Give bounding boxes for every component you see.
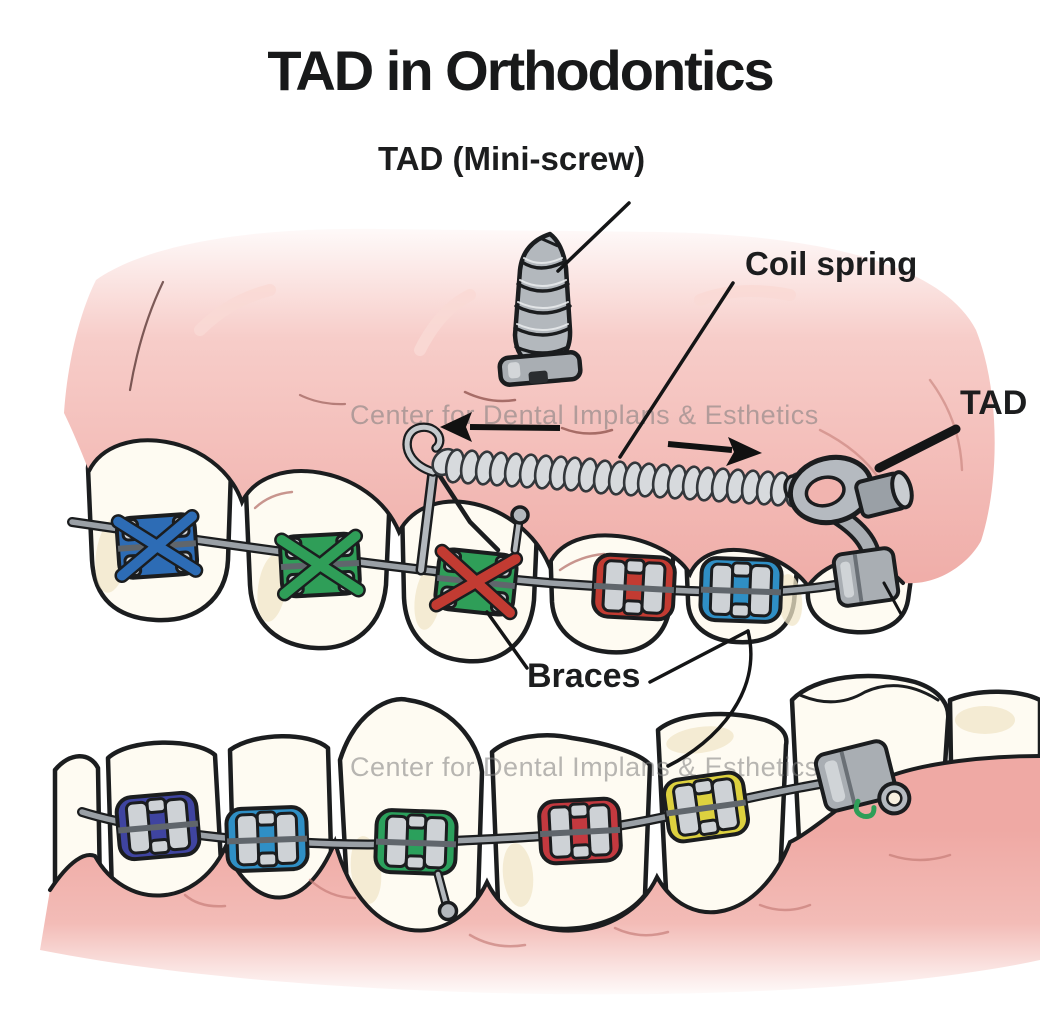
leader-braces-left (485, 610, 529, 670)
lower-bracket-red (537, 796, 623, 866)
upper-gum-details (128, 280, 964, 572)
label-braces: Braces (527, 657, 641, 695)
upper-bracket-green (274, 528, 366, 602)
upper-archwire (67, 517, 869, 598)
upper-bracket-light-blue (698, 556, 784, 624)
lower-bracket-yellow (662, 770, 750, 844)
lower-hook-pin (433, 869, 459, 922)
watermark-lower: Center for Dental Implans & Esthetics (350, 752, 819, 782)
leader-mini-screw (556, 201, 631, 273)
lower-bracket-green (373, 808, 459, 876)
page-title: TAD in Orthodontics (267, 39, 774, 102)
upper-bracket-green-red (428, 543, 524, 621)
leader-lines (485, 201, 961, 768)
leader-coil-spring (618, 281, 735, 459)
label-tad-mini-screw: TAD (Mini-screw) (378, 140, 646, 177)
leader-molar-band (882, 581, 903, 616)
mini-screw-illustration (298, 231, 614, 435)
upper-bracket-blue (110, 508, 204, 584)
leader-braces-lower (666, 629, 753, 768)
label-tad: TAD (960, 384, 1028, 422)
right-arrow-icon (667, 437, 762, 466)
leader-tad (874, 424, 961, 473)
tad-device-illustration (783, 454, 914, 608)
lower-bracket-light-blue (224, 805, 310, 873)
coil-spring-illustration (431, 446, 808, 510)
lower-molar-band (813, 739, 912, 819)
upper-molar-band (831, 546, 901, 608)
ball-pin-illustration (510, 505, 530, 555)
tad-screw-head (854, 470, 914, 519)
label-coil-spring: Coil spring (745, 245, 918, 282)
force-arrows (440, 412, 762, 466)
hook-illustration (402, 422, 501, 576)
upper-gum-edge (87, 438, 905, 590)
upper-bracket-red (591, 552, 677, 622)
lower-molar-cusp-line (798, 684, 940, 704)
left-arrow-icon (440, 412, 561, 442)
leader-braces-upper (648, 629, 750, 684)
lower-gum (40, 756, 1040, 995)
lower-bracket-navy (114, 790, 202, 862)
lower-gum-details (183, 853, 952, 948)
